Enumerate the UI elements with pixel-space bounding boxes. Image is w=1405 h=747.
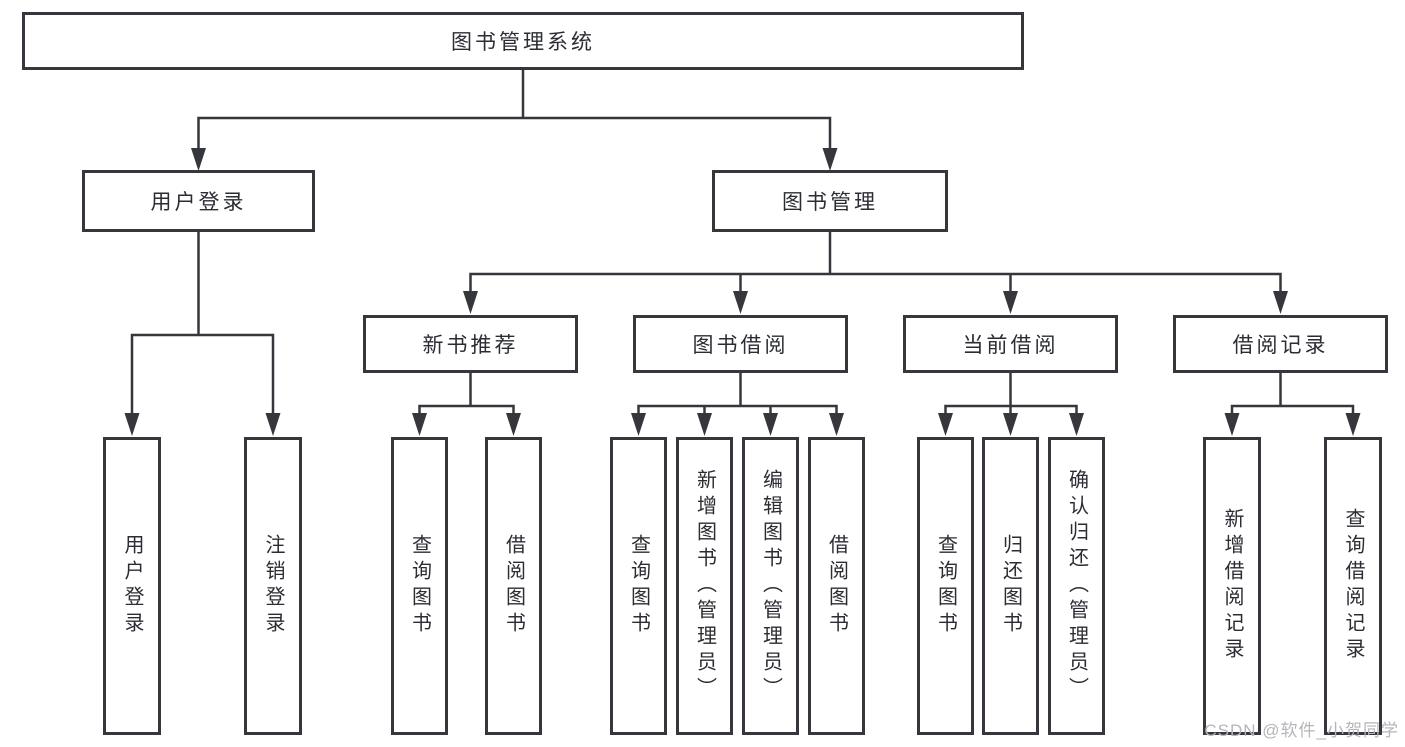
node-leaf-query-borrow-record: 查询借阅记录 — [1324, 437, 1382, 735]
node-book-borrow-label: 图书借阅 — [692, 334, 789, 357]
node-leaf-add-books-admin: 新增图书（管理员） — [676, 437, 733, 735]
node-leaf-query-books-3: 查询图书 — [917, 437, 974, 735]
node-book-borrow: 图书借阅 — [633, 315, 848, 373]
node-new-book-recommend-label: 新书推荐 — [422, 334, 519, 357]
node-new-book-recommend: 新书推荐 — [363, 315, 578, 373]
node-leaf-borrow-books-1-label: 借阅图书 — [502, 534, 525, 638]
node-leaf-add-borrow-record: 新增借阅记录 — [1203, 437, 1261, 735]
node-book-management-label: 图书管理 — [782, 191, 878, 214]
arrowheads — [124, 148, 1361, 436]
node-leaf-query-books-1: 查询图书 — [391, 437, 448, 735]
node-leaf-query-borrow-record-label: 查询借阅记录 — [1342, 508, 1364, 664]
node-user-login-label: 用户登录 — [150, 191, 247, 214]
node-leaf-borrow-books-2-label: 借阅图书 — [825, 534, 848, 638]
node-leaf-query-books-3-label: 查询图书 — [934, 534, 957, 638]
node-leaf-confirm-return-admin: 确认归还（管理员） — [1048, 437, 1105, 735]
node-current-borrow: 当前借阅 — [903, 315, 1118, 373]
node-leaf-user-login-label: 用户登录 — [121, 534, 143, 638]
node-leaf-user-login: 用户登录 — [103, 437, 161, 735]
node-user-login: 用户登录 — [82, 170, 315, 232]
node-leaf-query-books-2-label: 查询图书 — [627, 534, 650, 638]
node-leaf-borrow-books-2: 借阅图书 — [808, 437, 865, 735]
node-leaf-confirm-return-admin-label: 确认归还（管理员） — [1065, 469, 1088, 703]
node-leaf-query-books-2: 查询图书 — [610, 437, 667, 735]
node-leaf-edit-books-admin: 编辑图书（管理员） — [742, 437, 799, 735]
node-root: 图书管理系统 — [22, 12, 1024, 70]
node-borrow-records-label: 借阅记录 — [1232, 334, 1329, 357]
node-leaf-edit-books-admin-label: 编辑图书（管理员） — [759, 469, 782, 703]
node-current-borrow-label: 当前借阅 — [962, 334, 1059, 357]
node-leaf-return-books-label: 归还图书 — [999, 534, 1022, 638]
node-leaf-logout-label: 注销登录 — [262, 534, 284, 638]
node-leaf-add-books-admin-label: 新增图书（管理员） — [693, 469, 716, 703]
node-borrow-records: 借阅记录 — [1173, 315, 1388, 373]
node-leaf-add-borrow-record-label: 新增借阅记录 — [1221, 508, 1243, 664]
csdn-watermark: CSDN @软件_小贺同学 — [1204, 721, 1399, 740]
node-leaf-logout: 注销登录 — [244, 437, 302, 735]
node-leaf-query-books-1-label: 查询图书 — [408, 534, 431, 638]
node-leaf-return-books: 归还图书 — [982, 437, 1039, 735]
node-root-label: 图书管理系统 — [451, 31, 595, 54]
node-book-management: 图书管理 — [712, 170, 948, 232]
node-leaf-borrow-books-1: 借阅图书 — [485, 437, 542, 735]
